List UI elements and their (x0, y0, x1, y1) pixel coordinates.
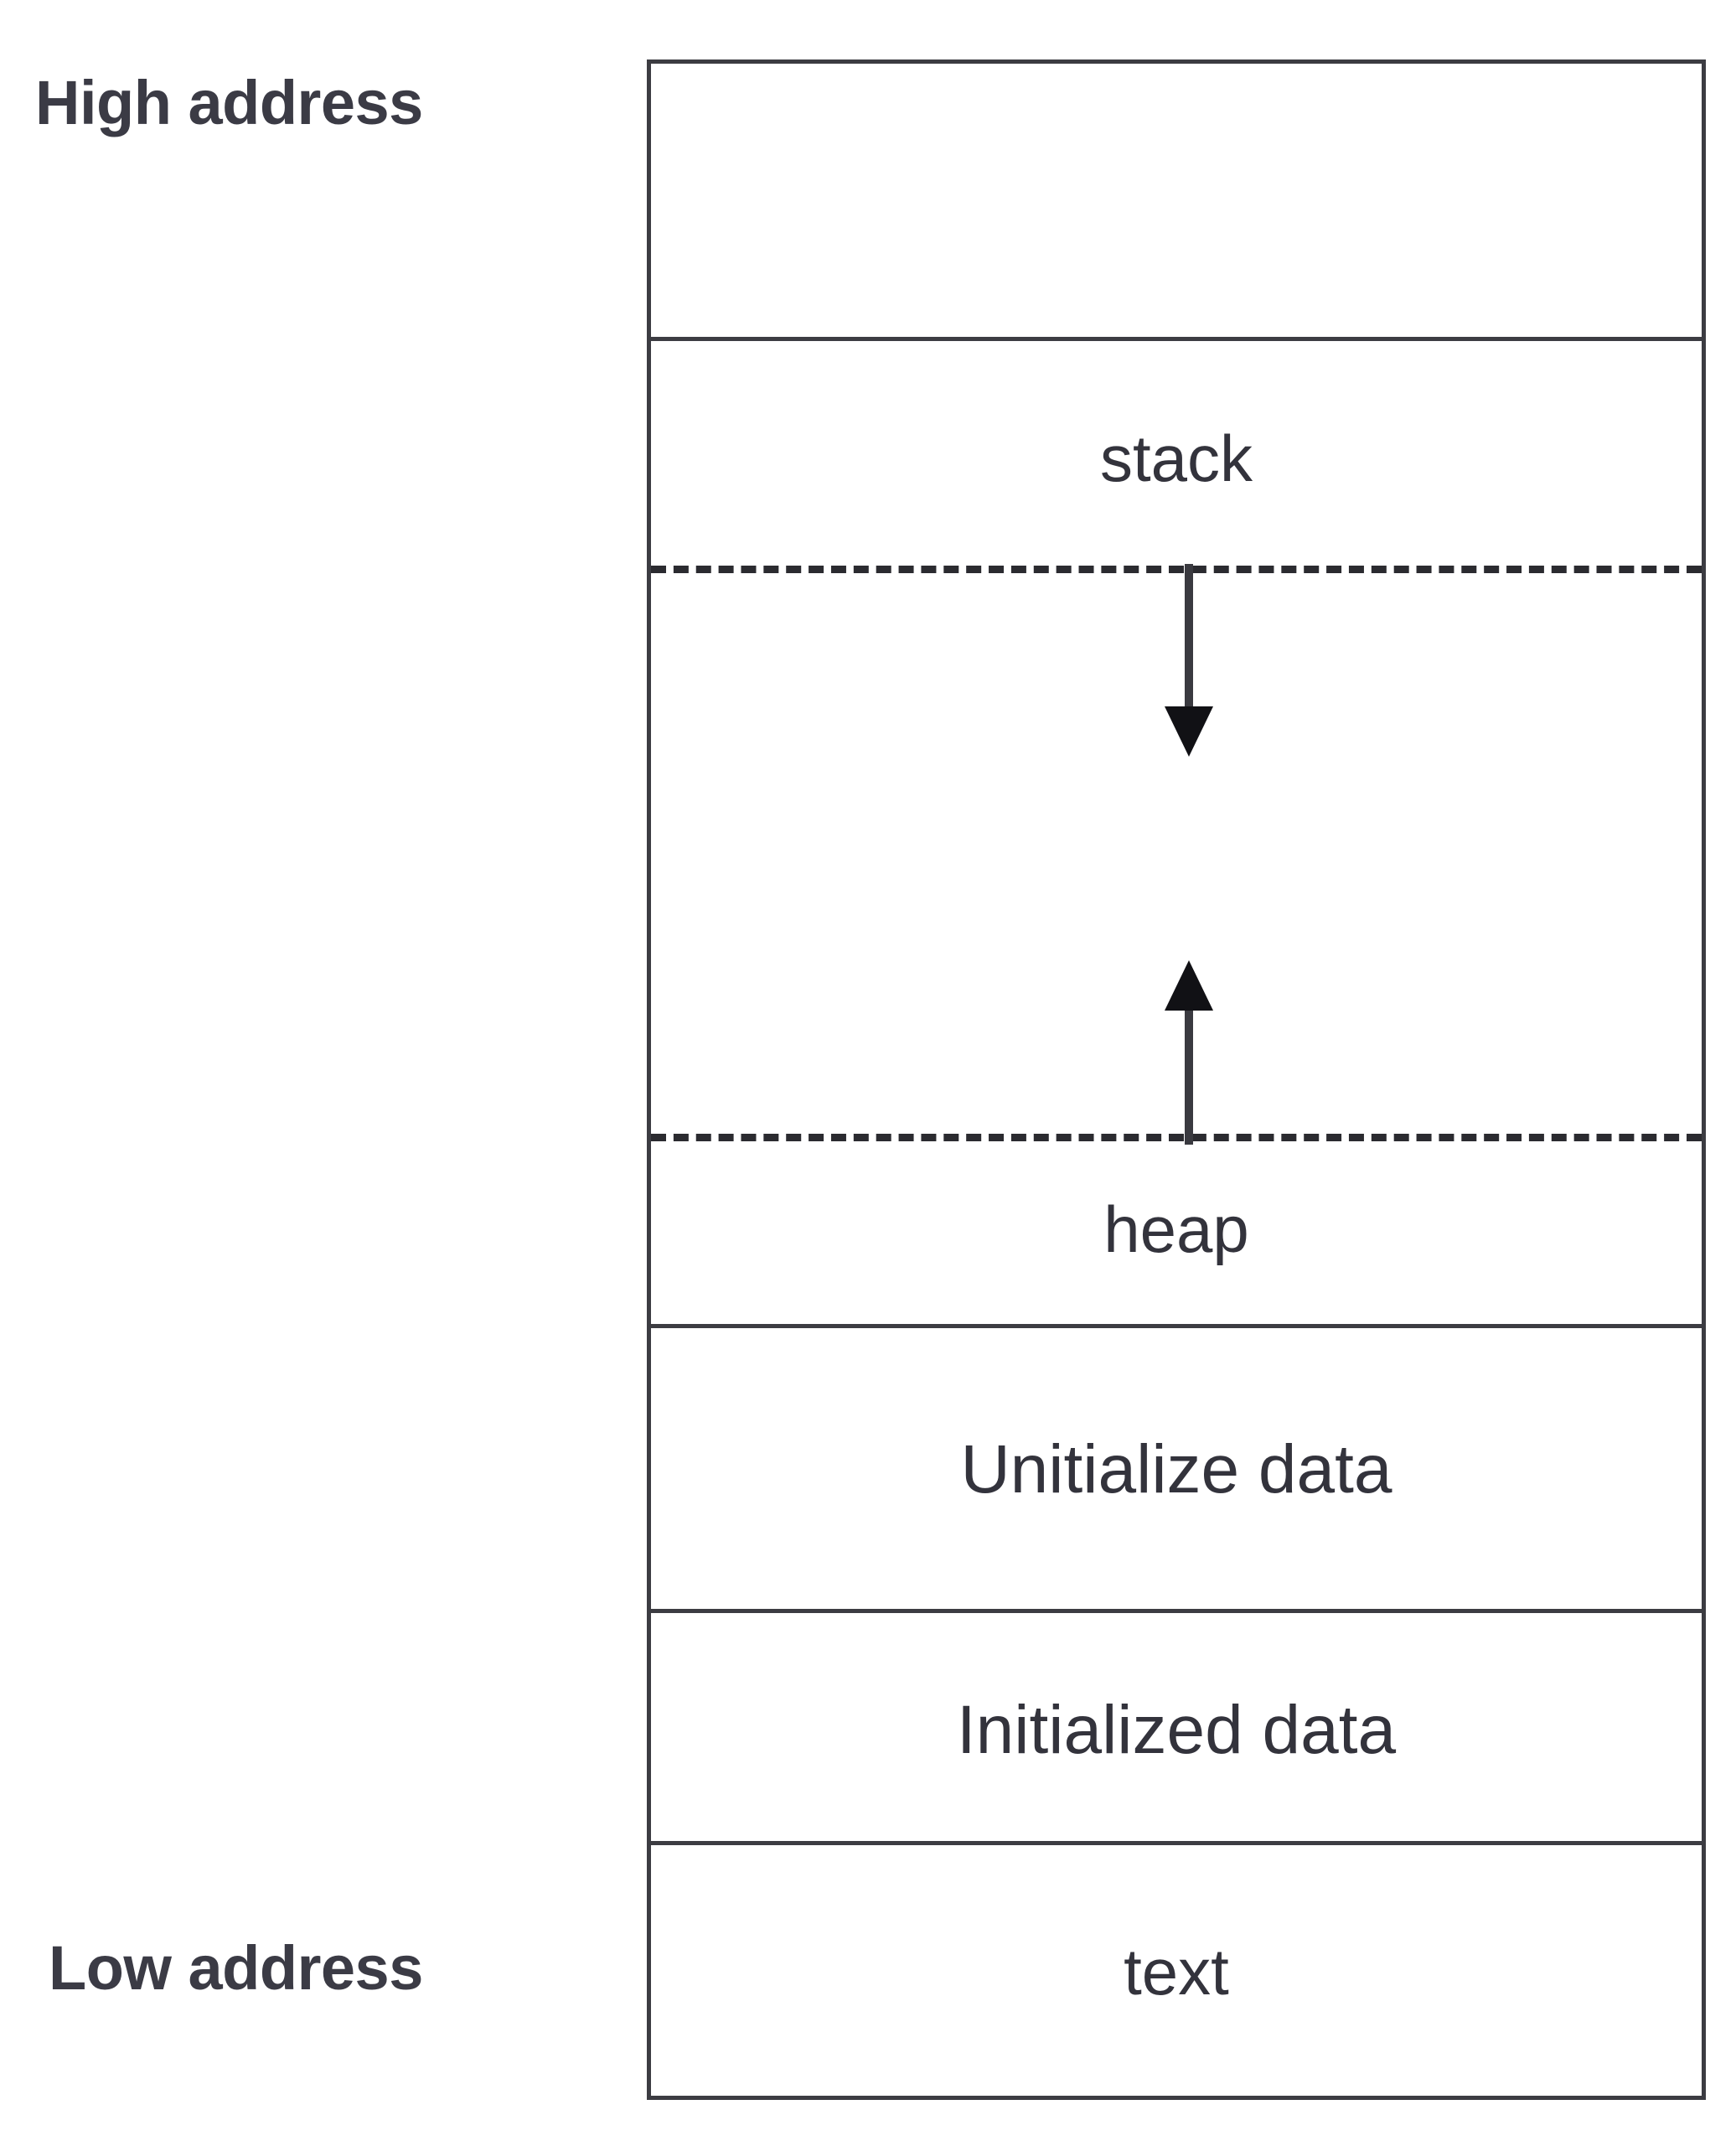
segment-label-text: text (1124, 1935, 1229, 2009)
low-address-label: Low address (49, 1933, 423, 2003)
segment-label-heap: heap (1103, 1192, 1249, 1266)
high-address-label: High address (35, 68, 423, 137)
divider-initialized-bottom (651, 1841, 1702, 1845)
segment-label-initialized-data: Initialized data (956, 1692, 1397, 1768)
memory-box: stack heap Unitialize data Initialized d… (647, 59, 1706, 2100)
divider-heap-bottom (651, 1324, 1702, 1328)
segment-label-uninitialized-data: Unitialize data (960, 1431, 1392, 1507)
dashed-divider-heap-top (651, 1134, 1702, 1141)
heap-growth-up-arrow (1165, 960, 1213, 1145)
stack-growth-down-arrow (1165, 564, 1213, 757)
segment-label-stack: stack (1099, 421, 1253, 495)
divider-stack-top (651, 337, 1702, 341)
divider-uninitialized-bottom (651, 1609, 1702, 1613)
dashed-divider-stack-bottom (651, 566, 1702, 573)
